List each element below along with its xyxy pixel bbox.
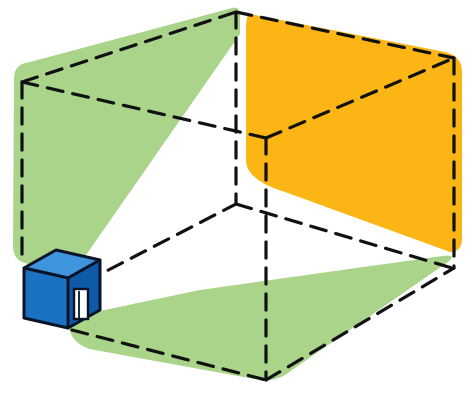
- front-floor-left-edge: [70, 328, 268, 382]
- front-right-top-edge: [264, 56, 456, 140]
- front-left-top-edge: [20, 80, 268, 140]
- front-edges: [20, 56, 456, 382]
- floor-shade: [66, 255, 452, 381]
- back-top-edge: [20, 10, 238, 84]
- box-front-face: [22, 266, 70, 330]
- small-box-with-door: [22, 248, 102, 330]
- door-icon: [72, 287, 90, 321]
- back-floor-right-edge: [234, 202, 454, 270]
- right-wall-shade: [246, 14, 462, 252]
- front-floor-right-edge: [264, 266, 456, 382]
- back-upper-right-edge: [234, 10, 456, 60]
- left-wall-shade: [13, 7, 240, 279]
